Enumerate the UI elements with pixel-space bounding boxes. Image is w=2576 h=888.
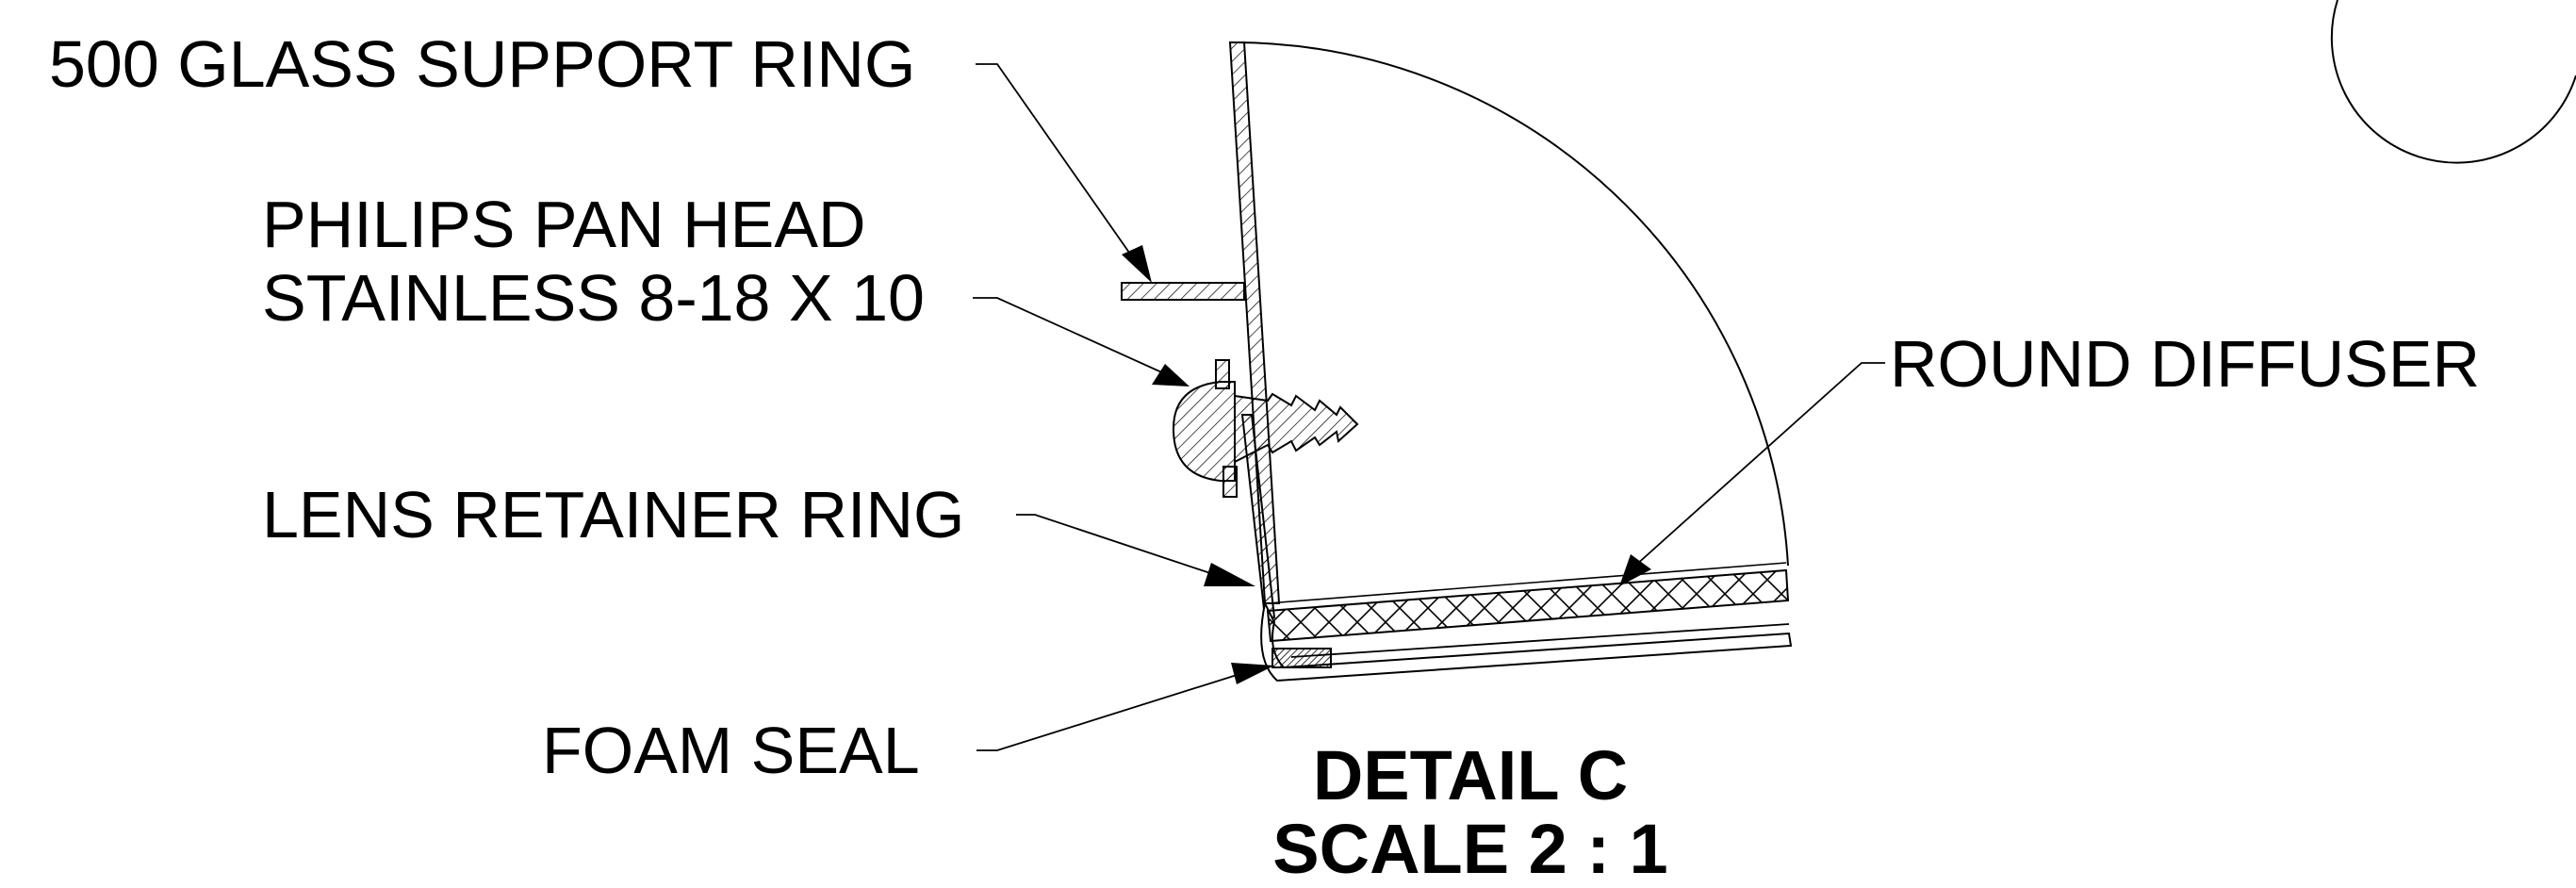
arrow-round-diffuser — [1619, 554, 1651, 586]
leader-screw — [973, 297, 1177, 380]
foam-seal — [1272, 648, 1332, 668]
leader-lens-retainer-ring — [1016, 514, 1217, 576]
leader-glass-support-ring — [976, 63, 1141, 270]
screw-shank — [1234, 392, 1359, 464]
leader-round-diffuser — [1634, 362, 1885, 567]
label-lens-retainer-ring: LENS RETAINER RING — [262, 478, 965, 551]
housing-arc — [1229, 41, 1789, 567]
screw-washer-upper — [1215, 359, 1230, 389]
arrow-glass-support-ring — [1122, 245, 1152, 283]
arrow-screw — [1152, 364, 1190, 386]
bottom-inner-line — [1290, 623, 1790, 658]
label-screw-line1: PHILIPS PAN HEAD — [262, 188, 866, 261]
screw-washer-lower — [1222, 466, 1238, 498]
arrow-foam-seal — [1231, 663, 1274, 684]
detail-title: DETAIL C — [1312, 736, 1629, 814]
arrow-lens-retainer-ring — [1204, 563, 1255, 586]
label-screw-line2: STAINLESS 8-18 X 10 — [262, 261, 925, 335]
label-glass-support-ring: 500 GLASS SUPPORT RING — [49, 27, 916, 101]
label-round-diffuser: ROUND DIFFUSER — [1890, 327, 2481, 401]
screw-head — [1172, 381, 1236, 482]
round-diffuser — [1266, 568, 1790, 643]
label-foam-seal: FOAM SEAL — [542, 714, 920, 787]
glass-support-ring-flange — [1121, 282, 1245, 301]
diffuser-top-line — [1267, 562, 1787, 604]
leader-foam-seal — [976, 670, 1250, 751]
adjacent-circle-arc — [2330, 0, 2576, 164]
detail-scale: SCALE 2 : 1 — [1272, 810, 1668, 888]
